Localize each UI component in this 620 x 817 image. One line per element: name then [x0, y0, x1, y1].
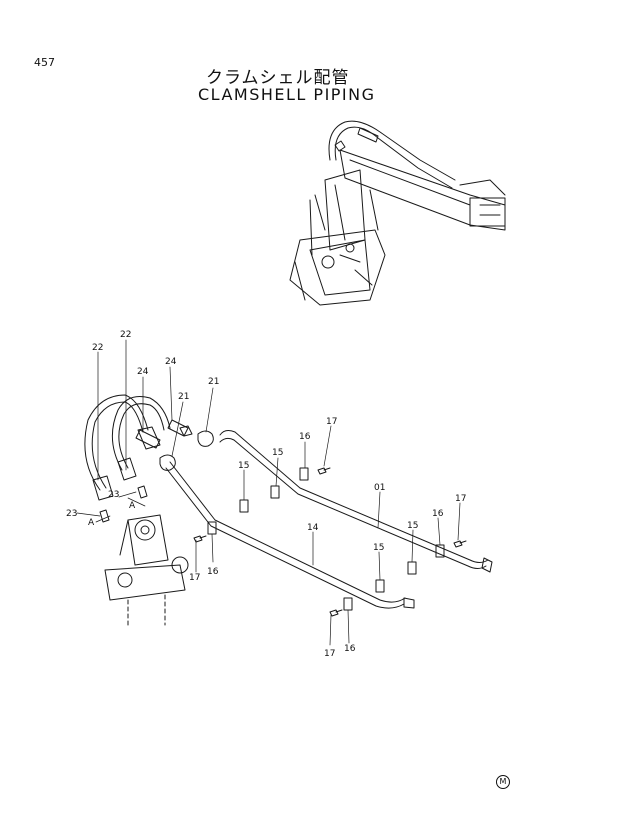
callout-15d: 15	[373, 543, 384, 553]
hose-22-outer	[84, 394, 161, 501]
callout-16c: 16	[207, 567, 219, 577]
callout-17a: 17	[326, 417, 337, 427]
callout-labels: 22 22 24 24 21 21 23 23 A A 17 16 15 15 …	[66, 330, 466, 659]
title-english: CLAMSHELL PIPING	[198, 85, 376, 104]
callout-17b: 17	[455, 494, 466, 504]
callout-24a: 24	[137, 367, 149, 377]
footer-circled-mark: M	[496, 775, 510, 789]
callout-17d: 17	[324, 649, 335, 659]
pipe-01	[219, 430, 493, 573]
pipe-14	[165, 461, 415, 609]
callout-15b: 15	[238, 461, 249, 471]
callout-24b: 24	[165, 357, 177, 367]
callout-22a: 22	[92, 343, 103, 353]
callout-16b: 16	[432, 509, 444, 519]
arm-end-bracket	[104, 514, 189, 626]
callout-23a: 23	[108, 490, 119, 500]
page-number: 457	[34, 56, 55, 69]
fittings-24-21	[99, 419, 214, 523]
title-japanese: クラムシェル配管	[206, 68, 350, 88]
callout-23b: 23	[66, 509, 77, 519]
callout-17c: 17	[189, 573, 200, 583]
callout-14: 14	[307, 523, 319, 533]
callout-22b: 22	[120, 330, 131, 340]
callout-15a: 15	[272, 448, 283, 458]
callout-01: 01	[374, 483, 385, 493]
clamps-and-bolts	[193, 467, 467, 617]
callout-21b: 21	[178, 392, 189, 402]
overview-clamshell-sketch	[289, 120, 506, 306]
callout-15c: 15	[407, 521, 418, 531]
callout-A-b: A	[88, 518, 95, 528]
leader-lines	[76, 339, 461, 646]
callout-A-a: A	[129, 501, 136, 511]
callout-21a: 21	[208, 377, 219, 387]
callout-16a: 16	[299, 432, 311, 442]
callout-16d: 16	[344, 644, 356, 654]
